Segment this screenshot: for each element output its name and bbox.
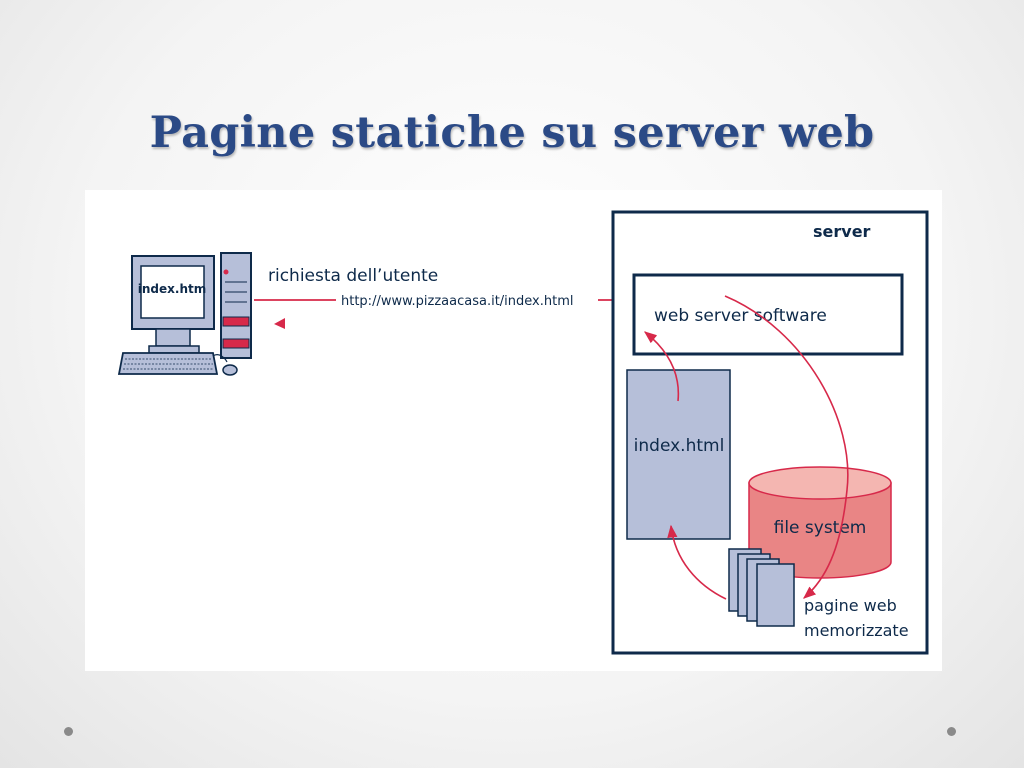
client-computer: index.htm	[117, 252, 252, 376]
tower-led	[223, 269, 229, 275]
server-label: server	[813, 222, 871, 241]
file-system-cylinder	[748, 466, 892, 579]
tower-drive-2	[222, 338, 250, 349]
monitor-stand	[155, 328, 191, 347]
request-label: richiesta dell’utente	[268, 266, 438, 286]
diagram-svg: index.htm richiesta dell’utente http://w…	[117, 210, 929, 655]
index-page-label: index.html	[634, 436, 725, 456]
stored-pages-label-line1: pagine web	[804, 596, 897, 615]
monitor-base	[148, 345, 200, 354]
request-to-filesystem-arrow	[724, 295, 849, 599]
monitor-text: index.htm	[138, 282, 206, 296]
slide-title: Pagine statiche su server web	[149, 108, 875, 158]
page-to-software-arrow	[644, 331, 680, 402]
monitor-screen	[140, 265, 205, 319]
response-arrow-icon	[274, 318, 285, 329]
web-server-software-box	[632, 273, 904, 356]
pages-to-index-arrow	[667, 524, 727, 600]
diagram-panel: index.htm richiesta dell’utente http://w…	[85, 190, 942, 671]
stored-pages-label-line2: memorizzate	[804, 621, 909, 640]
web-server-software-label: web server software	[654, 306, 827, 326]
mouse-icon	[222, 364, 238, 376]
request-url: http://www.pizzaacasa.it/index.html	[341, 294, 574, 309]
tower-drive-1	[222, 316, 250, 327]
bullet-dot-icon	[64, 727, 73, 736]
file-system-label: file system	[774, 518, 867, 538]
keyboard-icon	[117, 352, 219, 375]
bullet-dot-icon	[947, 727, 956, 736]
stored-pages-stack-icon	[728, 548, 795, 627]
